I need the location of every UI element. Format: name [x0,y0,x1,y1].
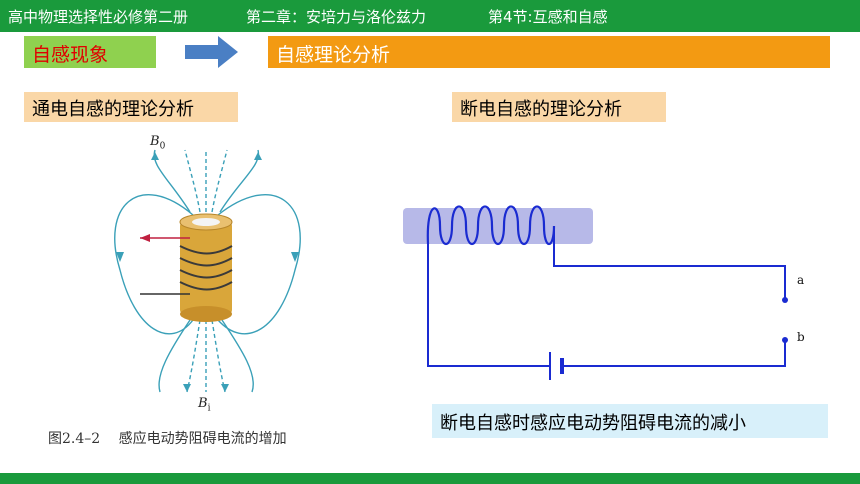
right-heading: 断电自感的理论分析 [452,92,666,122]
course-title: 高中物理选择性必修第二册 [8,8,189,26]
conclusion-box: 断电自感时感应电动势阻碍电流的减小 [432,404,828,438]
terminal-a-label: a [797,273,805,287]
terminal-b-dot [782,337,788,343]
header-bar: 高中物理选择性必修第二册 第二章：安培力与洛伦兹力 第4节:互感和自感 [0,0,860,32]
field-label-bottom: Bi [198,396,211,414]
circuit-wires [427,226,786,367]
terminal-b-label: b [797,330,805,344]
right-arrow-icon [185,36,238,68]
left-heading: 通电自感的理论分析 [24,92,238,122]
section-title: 第4节:互感和自感 [488,8,608,26]
topic-tag: 自感现象 [24,36,156,68]
figure-caption: 图2.4–2 感应电动势阻碍电流的增加 [48,431,287,447]
subtopic-banner: 自感理论分析 [268,36,830,68]
terminal-a-dot [782,297,788,303]
footer-bar [0,473,860,484]
coil-core [180,222,232,314]
coil-winding [426,205,556,246]
chapter-title: 第二章：安培力与洛伦兹力 [246,8,427,26]
field-label-top: B0 [150,134,166,152]
